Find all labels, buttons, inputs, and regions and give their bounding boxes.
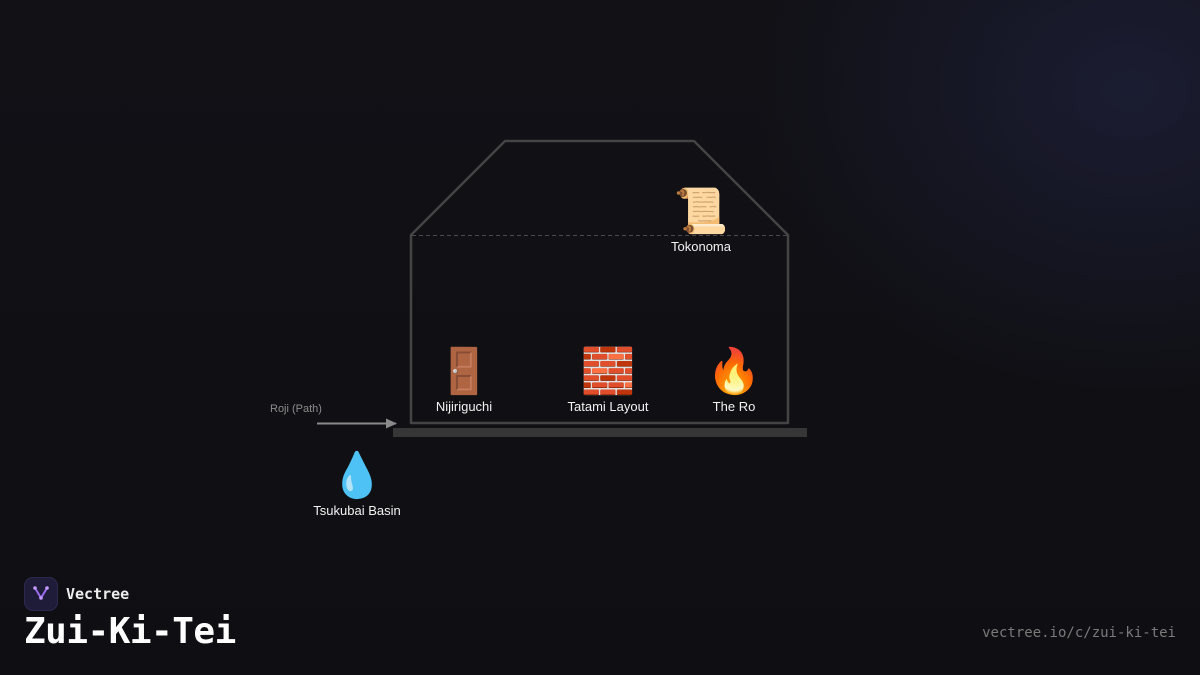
ro-node[interactable]: 🔥 The Ro <box>706 346 762 415</box>
nijiriguchi-node[interactable]: 🚪 Nijiriguchi <box>435 346 493 415</box>
ro-label: The Ro <box>712 399 756 414</box>
brand-name: Vectree <box>66 585 130 603</box>
fire-icon: 🔥 <box>706 346 762 397</box>
vectree-logo-icon <box>24 577 58 611</box>
tea-house-outline <box>409 139 790 425</box>
path-label: Roji (Path) <box>270 403 322 415</box>
nijiriguchi-label: Nijiriguchi <box>435 399 493 414</box>
door-icon: 🚪 <box>436 346 492 397</box>
tsukubai-node[interactable]: 💧 Tsukubai Basin <box>313 450 401 519</box>
brick-icon: 🧱 <box>580 346 636 397</box>
tsukubai-label: Tsukubai Basin <box>313 503 401 518</box>
droplet-icon: 💧 <box>329 450 385 501</box>
tokonoma-node[interactable]: 📜 Tokonoma <box>671 186 731 255</box>
brand[interactable]: Vectree <box>24 577 129 611</box>
tatami-node[interactable]: 🧱 Tatami Layout <box>567 346 649 415</box>
tokonoma-label: Tokonoma <box>671 239 731 254</box>
floor-slab <box>393 428 807 437</box>
tatami-label: Tatami Layout <box>567 399 649 414</box>
page-title: Zui-Ki-Tei <box>24 611 236 652</box>
scroll-icon: 📜 <box>673 186 729 237</box>
source-url-link[interactable]: vectree.io/c/zui-ki-tei <box>982 625 1176 641</box>
